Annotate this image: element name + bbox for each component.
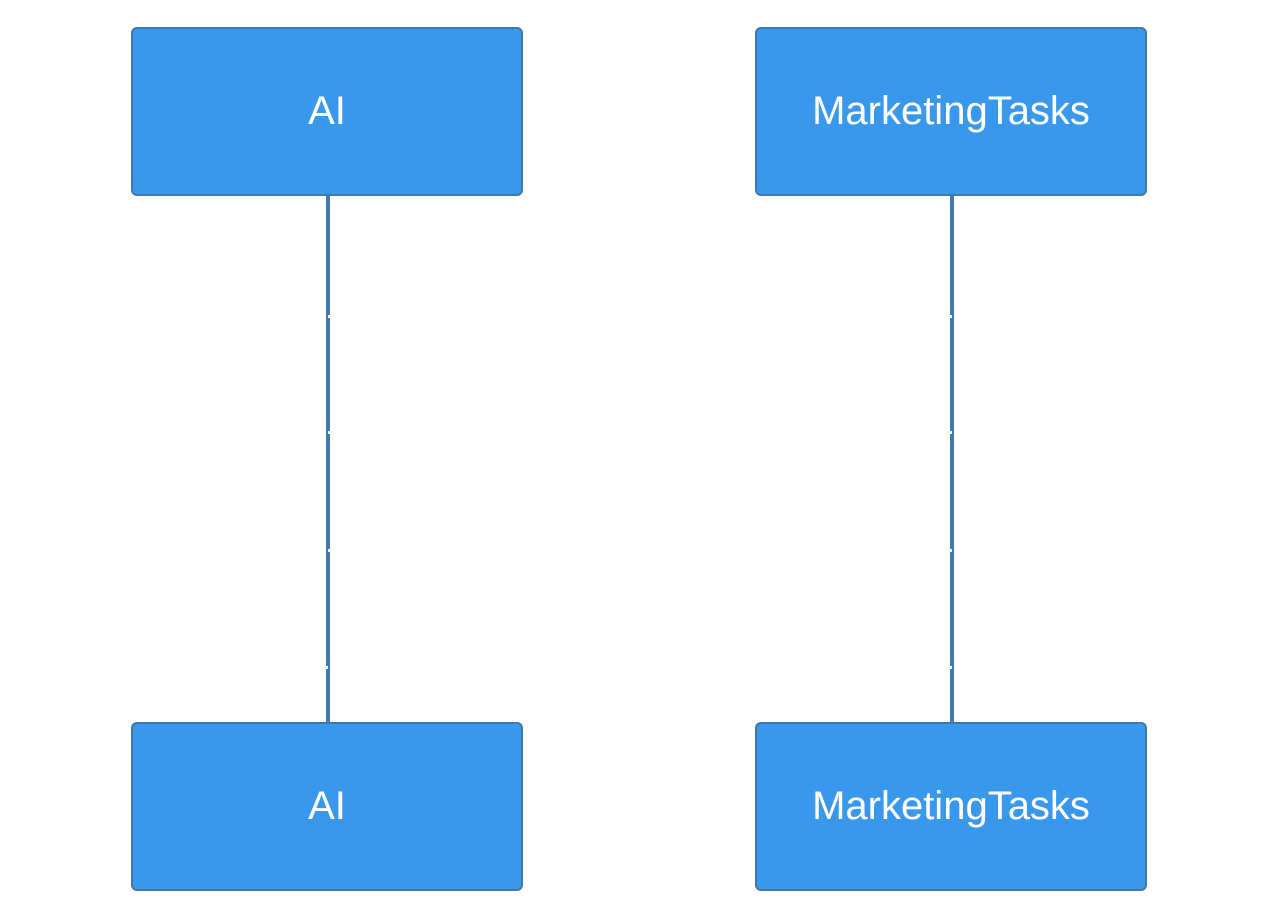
lifeline-ai [323, 196, 333, 722]
participant-label: MarketingTasks [812, 784, 1090, 828]
participant-ai-bottom: AI [131, 722, 523, 891]
message-tick [323, 666, 328, 669]
lifeline-marketingtasks [947, 196, 954, 722]
message-tick [947, 431, 952, 434]
participant-label: AI [308, 784, 346, 828]
message-tick [947, 315, 952, 318]
participant-label: AI [308, 89, 346, 133]
message-tick [328, 549, 333, 552]
message-tick [328, 431, 333, 434]
participant-ai-top: AI [131, 27, 523, 196]
message-tick [947, 666, 952, 669]
message-tick [328, 315, 333, 318]
participant-marketingtasks-bottom: MarketingTasks [755, 722, 1147, 891]
message-tick [947, 549, 952, 552]
participant-marketingtasks-top: MarketingTasks [755, 27, 1147, 196]
participant-label: MarketingTasks [812, 89, 1090, 133]
